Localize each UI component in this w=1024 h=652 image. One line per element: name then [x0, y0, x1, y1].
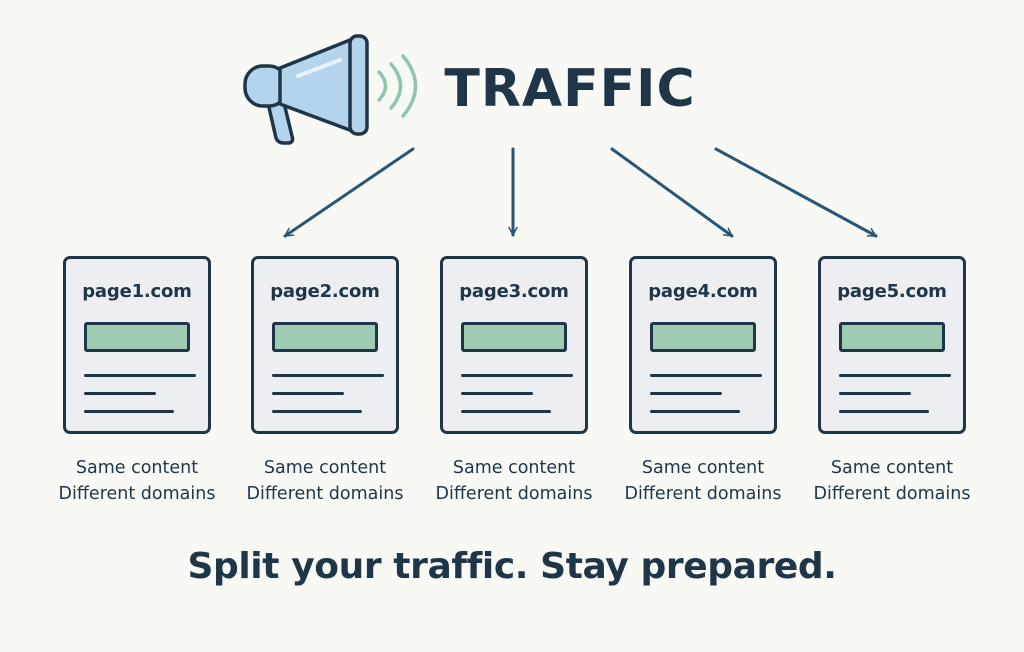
text-line	[650, 374, 762, 377]
text-line	[461, 392, 533, 395]
caption-line-domains: Different domains	[435, 484, 593, 504]
page-domain: page4.com	[648, 281, 758, 302]
text-line	[272, 410, 362, 413]
title: TRAFFIC	[444, 59, 695, 119]
content-bar	[839, 322, 945, 352]
text-line	[461, 374, 573, 377]
page-domain: page1.com	[82, 281, 192, 302]
caption-line-domains: Different domains	[246, 484, 404, 504]
content-bar	[650, 322, 756, 352]
caption-line-domains: Different domains	[624, 484, 782, 504]
page-card-3: page3.com	[440, 256, 588, 434]
page-card-4: page4.com	[629, 256, 777, 434]
text-line	[84, 410, 174, 413]
caption-line-content: Same content	[263, 458, 387, 478]
arrow-to-page5	[714, 147, 878, 238]
caption-line-domains: Different domains	[813, 484, 971, 504]
caption-line-content: Same content	[641, 458, 765, 478]
megaphone-icon	[243, 34, 369, 145]
text-line	[84, 374, 196, 377]
text-line	[650, 410, 740, 413]
page-caption-4: Same content Different domains	[608, 455, 798, 507]
page-caption-1: Same content Different domains	[42, 455, 232, 507]
text-line	[839, 392, 911, 395]
text-line	[839, 374, 951, 377]
page-caption-2: Same content Different domains	[230, 455, 420, 507]
content-bar	[84, 322, 190, 352]
page-card-1: page1.com	[63, 256, 211, 434]
text-line	[84, 392, 156, 395]
page-caption-3: Same content Different domains	[419, 455, 609, 507]
content-bar	[272, 322, 378, 352]
text-line	[839, 410, 929, 413]
page-domain: page2.com	[270, 281, 380, 302]
text-line	[272, 374, 384, 377]
text-line	[650, 392, 722, 395]
content-bar	[461, 322, 567, 352]
arrow-to-page2	[283, 147, 415, 238]
caption-line-content: Same content	[452, 458, 576, 478]
page-domain: page5.com	[837, 281, 947, 302]
page-domain: page3.com	[459, 281, 569, 302]
sound-waves-icon	[377, 54, 418, 118]
page-card-2: page2.com	[251, 256, 399, 434]
arrows	[283, 147, 878, 238]
text-line	[272, 392, 344, 395]
caption-line-content: Same content	[830, 458, 954, 478]
tagline: Split your traffic. Stay prepared.	[187, 546, 837, 587]
page-caption-5: Same content Different domains	[797, 455, 987, 507]
caption-line-domains: Different domains	[58, 484, 216, 504]
page-card-5: page5.com	[818, 256, 966, 434]
arrow-to-page4	[610, 147, 734, 238]
caption-line-content: Same content	[75, 458, 199, 478]
text-line	[461, 410, 551, 413]
